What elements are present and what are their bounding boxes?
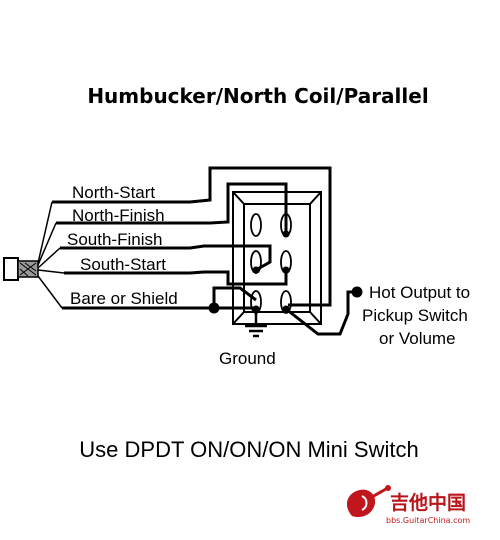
label-hot-output-line2: Pickup Switch [362,306,468,325]
label-south-finish: South-Finish [67,230,162,249]
cable-fanout [37,201,65,309]
switch-caption: Use DPDT ON/ON/ON Mini Switch [79,437,418,462]
diagram-title: Humbucker/North Coil/Parallel [87,84,428,108]
label-hot-output-line1: Hot Output to [369,283,470,302]
wire-south-start [64,270,288,286]
label-hot-output-line3: or Volume [379,329,456,348]
watermark-cn: 吉他中国 [390,491,466,514]
label-bare-shield: Bare or Shield [70,289,178,308]
wire-bare-shield [62,286,257,314]
ground-symbol [245,309,267,338]
watermark: 吉他中国 bbs.GuitarChina.com [346,485,470,525]
label-south-start: South-Start [80,255,166,274]
label-north-finish: North-Finish [72,206,165,225]
guitar-logo-icon [346,485,391,518]
wire-south-finish [60,244,272,272]
switch-lug [250,213,262,237]
cable-connector [3,257,39,281]
watermark-url: bbs.GuitarChina.com [386,516,470,525]
wire-north-finish [56,182,288,234]
label-north-start: North-Start [72,183,155,202]
wire-north-start [52,166,332,307]
wire-hot-output [285,286,363,336]
label-ground: Ground [219,349,276,368]
